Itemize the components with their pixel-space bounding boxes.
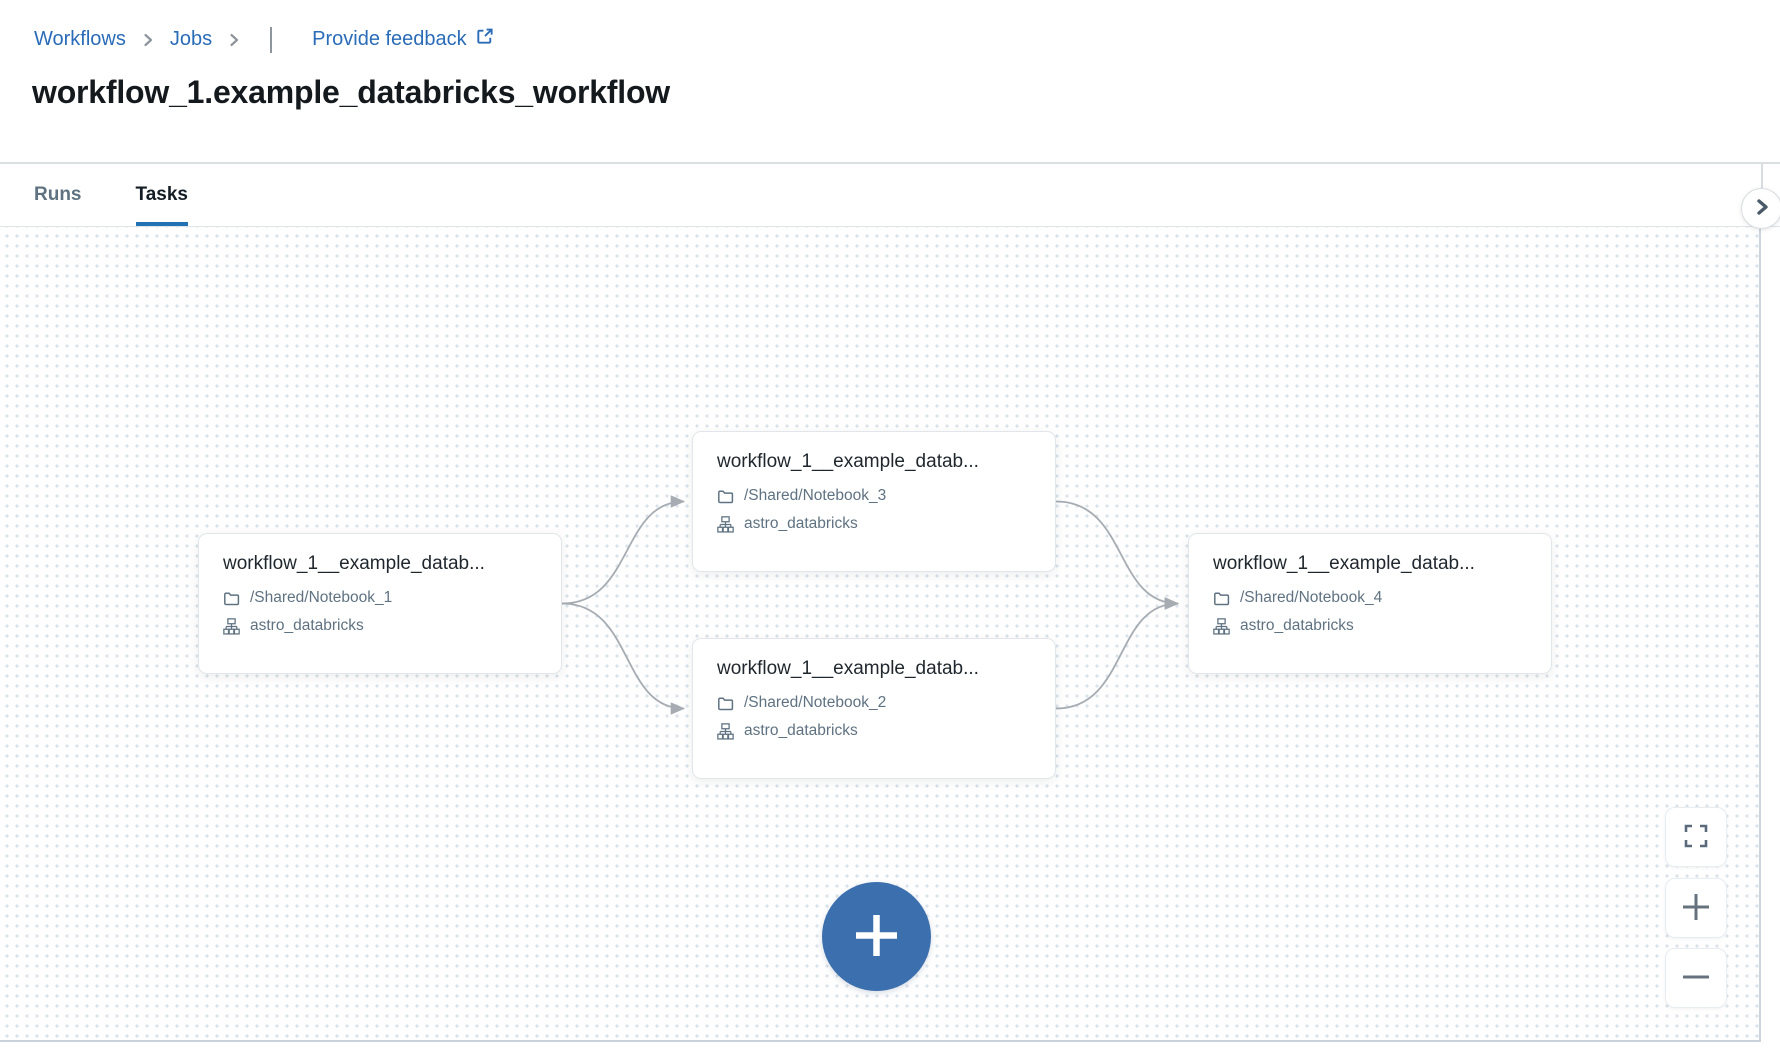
cluster-icon xyxy=(223,617,240,635)
chevron-right-icon xyxy=(1753,198,1771,219)
folder-icon xyxy=(1213,590,1230,607)
chevron-right-icon xyxy=(140,32,156,48)
cluster-name: astro_databricks xyxy=(744,722,858,739)
fullscreen-button[interactable] xyxy=(1665,807,1727,867)
folder-icon xyxy=(717,488,734,505)
notebook-path: /Shared/Notebook_3 xyxy=(744,487,887,504)
task-title: workflow_1__example_datab... xyxy=(717,451,979,472)
notebook-path: /Shared/Notebook_4 xyxy=(1240,589,1383,606)
notebook-path: /Shared/Notebook_1 xyxy=(250,589,393,606)
tab-bar: Runs Tasks xyxy=(0,162,1780,227)
task-title: workflow_1__example_datab... xyxy=(223,553,485,574)
task-title: workflow_1__example_datab... xyxy=(1213,553,1475,574)
cluster-name: astro_databricks xyxy=(744,515,858,532)
edge-task1-task3 xyxy=(561,495,686,605)
minus-icon xyxy=(1681,962,1711,995)
task-node-notebook-1[interactable]: workflow_1__example_datab... /Shared/Not… xyxy=(198,533,562,674)
breadcrumb-jobs-link[interactable]: Jobs xyxy=(169,28,213,50)
plus-icon xyxy=(1681,892,1711,925)
tab-tasks[interactable]: Tasks xyxy=(135,164,189,226)
fullscreen-icon xyxy=(1683,823,1709,852)
task-graph-canvas[interactable]: workflow_1__example_datab... /Shared/Not… xyxy=(0,227,1761,1042)
edge-task2-task4 xyxy=(1055,597,1180,710)
chevron-right-icon xyxy=(226,32,242,48)
expand-side-panel-button[interactable] xyxy=(1741,188,1780,229)
external-link-icon xyxy=(474,26,495,53)
edge-task3-task4 xyxy=(1055,500,1180,610)
add-task-button[interactable] xyxy=(822,882,931,991)
tab-runs[interactable]: Runs xyxy=(34,184,82,205)
provide-feedback-label: Provide feedback xyxy=(312,28,467,50)
task-node-notebook-2[interactable]: workflow_1__example_datab... /Shared/Not… xyxy=(692,638,1056,779)
task-node-notebook-3[interactable]: workflow_1__example_datab... /Shared/Not… xyxy=(692,431,1056,572)
task-title: workflow_1__example_datab... xyxy=(717,658,979,679)
page-title: workflow_1.example_databricks_workflow xyxy=(32,74,670,110)
cluster-icon xyxy=(717,722,734,740)
breadcrumb-workflows-link[interactable]: Workflows xyxy=(34,28,126,50)
folder-icon xyxy=(223,590,240,607)
zoom-in-button[interactable] xyxy=(1665,878,1727,938)
edge-task1-task2 xyxy=(561,602,686,715)
task-node-notebook-4[interactable]: workflow_1__example_datab... /Shared/Not… xyxy=(1188,533,1552,674)
zoom-out-button[interactable] xyxy=(1665,948,1727,1008)
folder-icon xyxy=(717,695,734,712)
provide-feedback-link[interactable]: Provide feedback xyxy=(312,26,495,53)
cluster-name: astro_databricks xyxy=(250,617,364,634)
notebook-path: /Shared/Notebook_2 xyxy=(744,694,887,711)
breadcrumb-divider xyxy=(270,26,273,53)
breadcrumb: Workflows Jobs Provide feedback xyxy=(34,26,495,53)
cluster-icon xyxy=(1213,617,1230,635)
cluster-icon xyxy=(717,515,734,533)
cluster-name: astro_databricks xyxy=(1240,617,1354,634)
plus-icon xyxy=(822,881,931,993)
